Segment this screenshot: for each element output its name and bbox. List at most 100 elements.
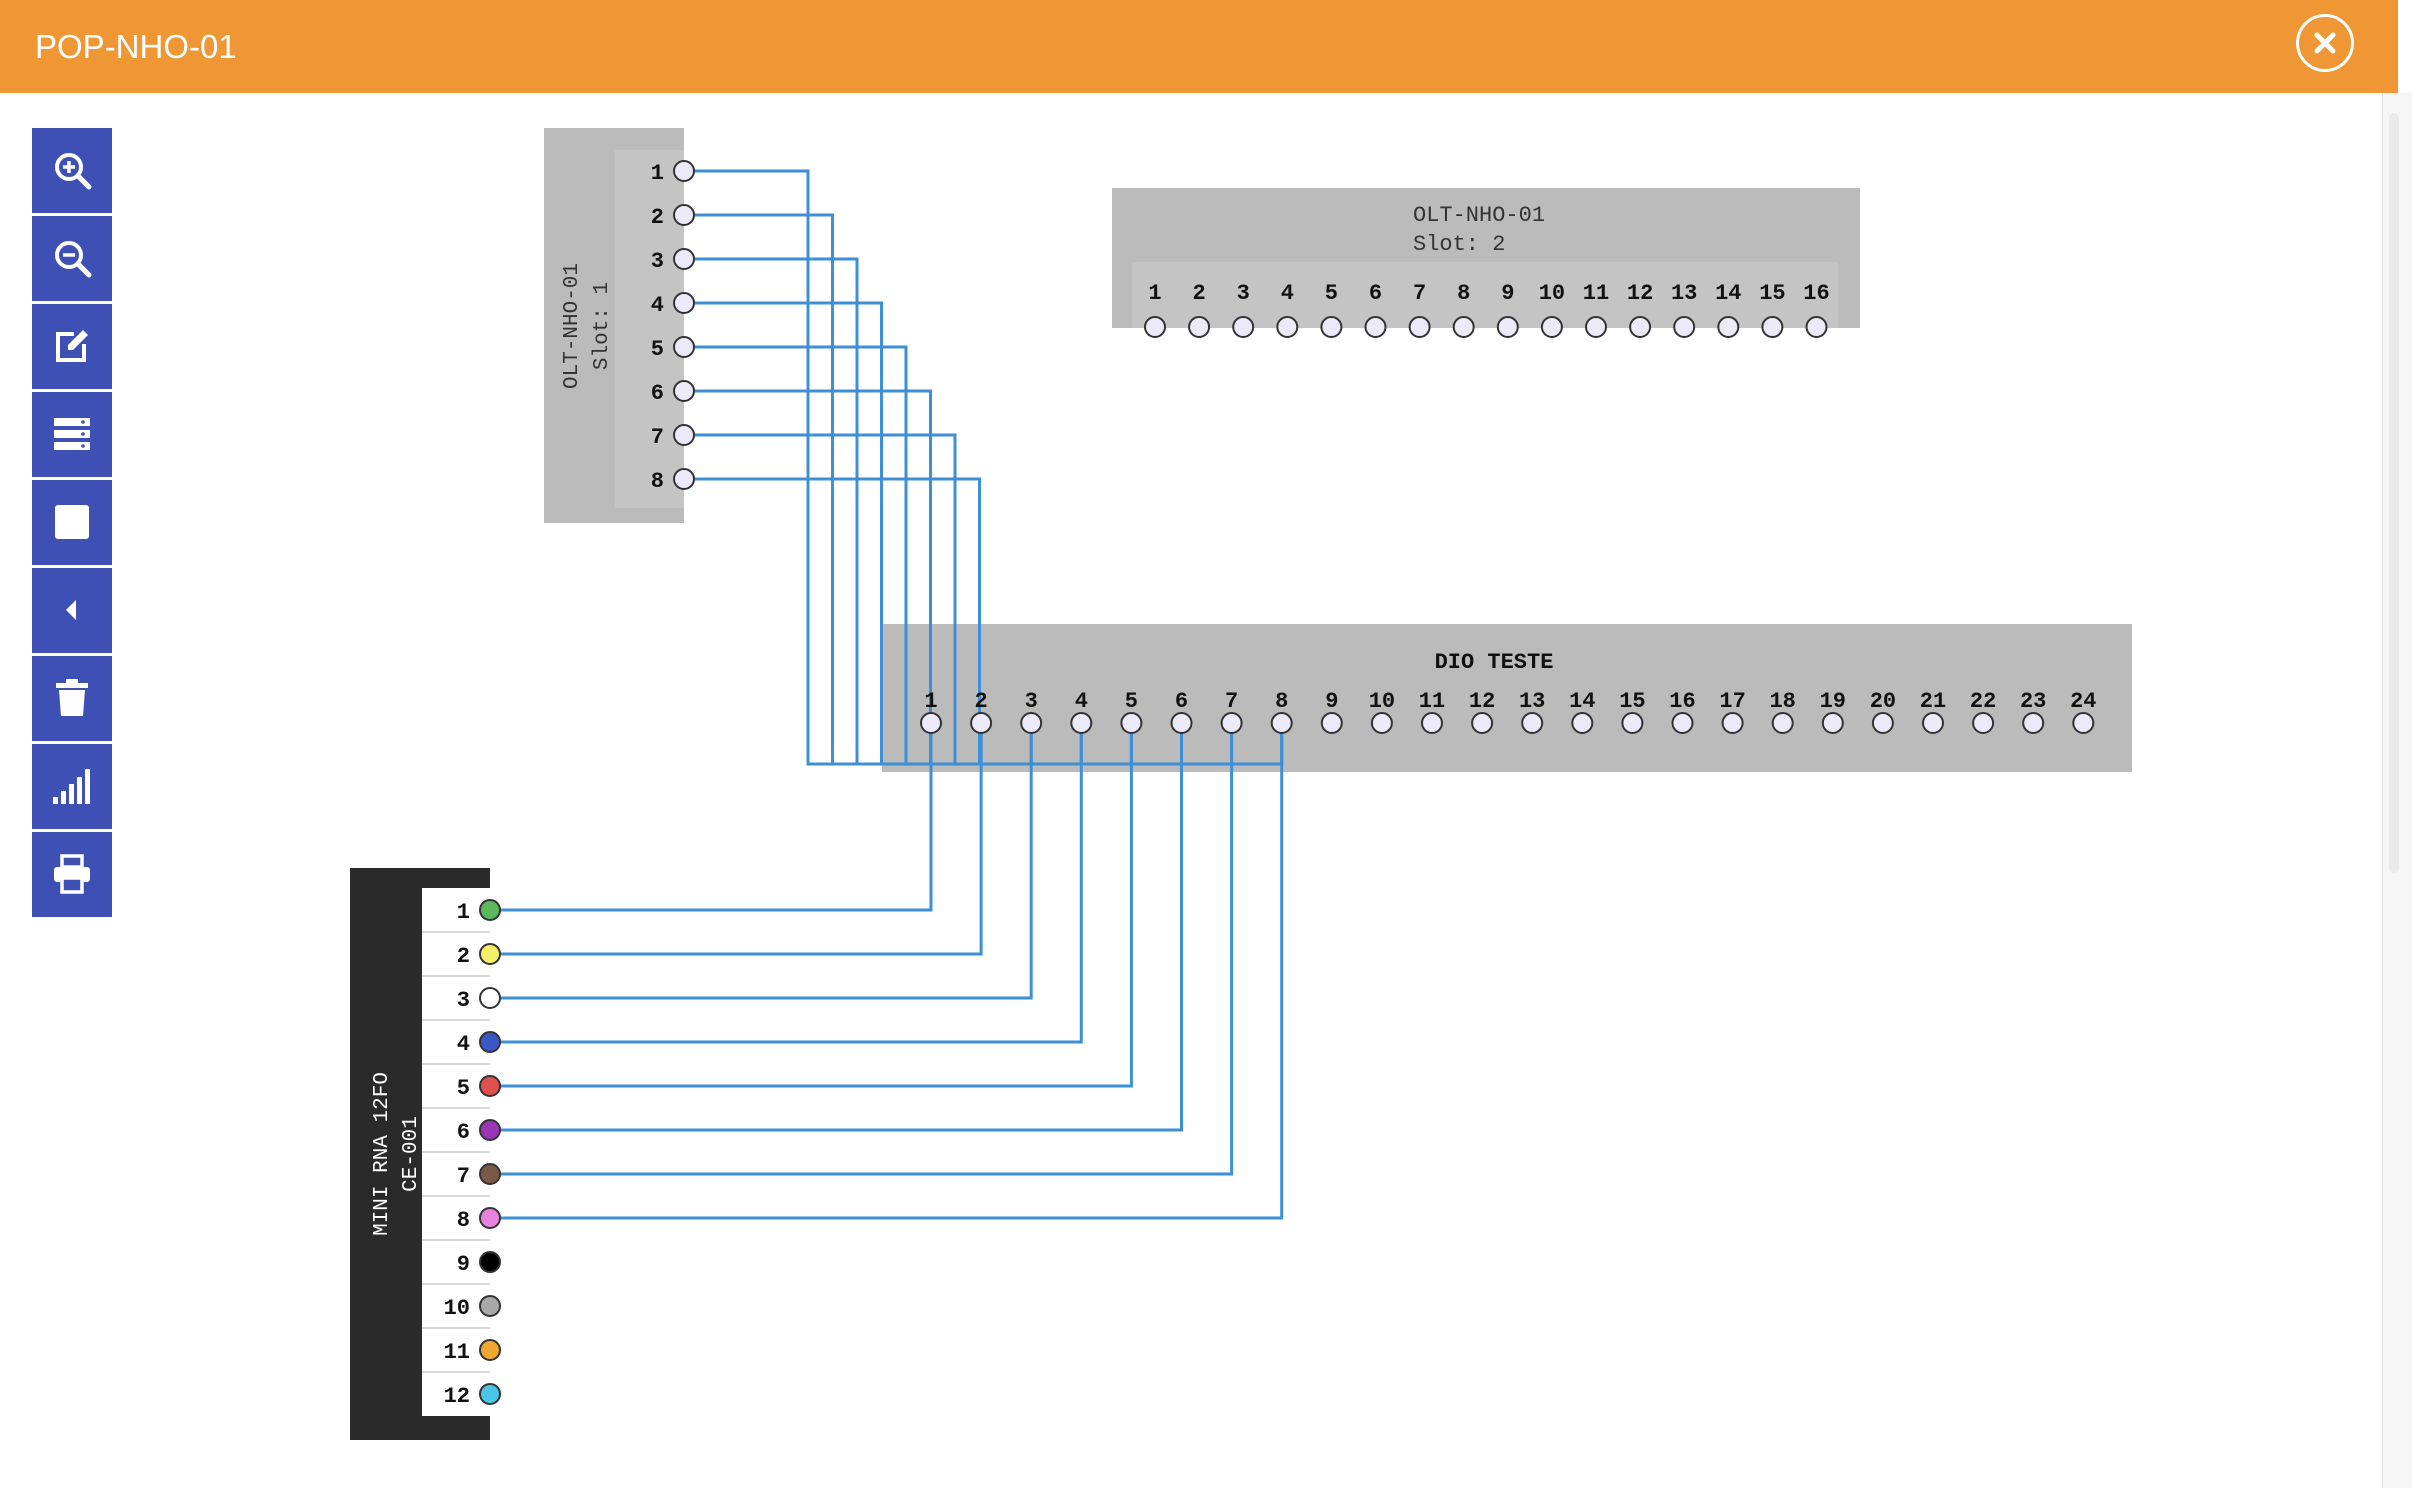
fiber-port [479, 943, 501, 965]
print-button[interactable] [32, 832, 112, 917]
dio-port [1922, 712, 1944, 734]
fiber-label: 6 [457, 1120, 470, 1145]
delete-button[interactable] [32, 656, 112, 741]
dio-port-label: 15 [1619, 689, 1645, 714]
dio-port [2072, 712, 2095, 734]
zoom-out-button[interactable] [32, 216, 112, 301]
dio-port-label: 19 [1820, 689, 1846, 714]
dio-port [1871, 712, 1894, 734]
dio-port [1220, 712, 1243, 734]
dio-port-label: 6 [1175, 689, 1188, 714]
olt-slot2-port [1585, 316, 1607, 338]
dio-port [970, 712, 993, 734]
wire-dio-to-cable [500, 733, 933, 912]
olt-slot1-port [673, 424, 695, 446]
dio-port-label: 8 [1275, 689, 1288, 714]
fiber-port [479, 1339, 501, 1361]
olt-slot2-port-label: 15 [1759, 281, 1785, 306]
wire-dio-to-cable [500, 733, 1083, 1044]
olt-slot2-slot-label: Slot: 2 [1413, 232, 1505, 257]
olt-slot2-port [1408, 316, 1431, 338]
olt-slot2-port-label: 10 [1539, 281, 1565, 306]
fiber-port [479, 1251, 501, 1273]
dio-port-label: 1 [924, 689, 937, 714]
olt-slot2-port-row [1132, 262, 1838, 328]
wire-dio-to-cable [500, 733, 1284, 1220]
dio-box [882, 624, 2132, 772]
dio-port [1170, 712, 1193, 734]
dio-port [1621, 712, 1644, 734]
dio-port [1320, 712, 1343, 734]
olt-slot2-port-label: 13 [1671, 281, 1697, 306]
olt-slot1-port-label: 6 [651, 381, 664, 406]
wire-dio-to-cable [500, 733, 1183, 1132]
olt-slot1-slot-label: Slot: 1 [591, 282, 614, 370]
fiber-label: 11 [444, 1340, 470, 1365]
window-header: POP-NHO-01 [0, 0, 2398, 93]
olt-slot1-name: OLT-NHO-01 [561, 263, 584, 389]
edit-button[interactable] [32, 304, 112, 389]
dio-port-label: 16 [1669, 689, 1695, 714]
fiber-port [479, 987, 501, 1009]
close-circle-icon [2314, 32, 2336, 54]
olt-slot2-port [1320, 316, 1343, 338]
dio-port-label: 11 [1419, 689, 1445, 714]
olt-slot1-port-label: 2 [651, 205, 664, 230]
zoom-in-button[interactable] [32, 128, 112, 213]
fiber-port [479, 1163, 501, 1185]
olt-slot1-port [673, 336, 695, 358]
back-button[interactable] [32, 568, 112, 653]
fiber-port [479, 899, 501, 921]
fiber-label: 8 [457, 1208, 470, 1233]
dio-port-label: 23 [2020, 689, 2046, 714]
olt-slot1-port [673, 160, 695, 182]
server-icon [54, 418, 90, 450]
olt-slot2-port-label: 3 [1237, 281, 1250, 306]
dio-port [1821, 712, 1844, 734]
dio-port [2022, 712, 2045, 734]
olt-slot2-port [1276, 316, 1299, 338]
fiber-label: 12 [444, 1384, 470, 1409]
olt-slot1-port [673, 204, 695, 226]
dio-port [1020, 712, 1043, 734]
fiber-label: 7 [457, 1164, 470, 1189]
signal-button[interactable] [32, 744, 112, 829]
olt-slot2-port [1452, 316, 1475, 338]
olt-slot2-port-label: 2 [1192, 281, 1205, 306]
olt-slot1-port-column [615, 150, 684, 508]
olt-slot2-name: OLT-NHO-01 [1413, 203, 1545, 228]
dio-port [1120, 712, 1143, 734]
dio-port-label: 20 [1870, 689, 1896, 714]
toolbar [32, 128, 112, 920]
dio-port-label: 24 [2070, 689, 2096, 714]
edit-icon [56, 330, 88, 362]
dio-name: DIO TESTE [1435, 650, 1554, 675]
olt-slot2-port [1188, 316, 1211, 338]
olt-slot2-port [1805, 316, 1828, 338]
dio-port [1771, 712, 1794, 734]
close-button[interactable] [2296, 14, 2354, 72]
scrollbar[interactable] [2382, 93, 2412, 1488]
olt-slot2-port-label: 7 [1413, 281, 1426, 306]
cable-id: CE-001 [400, 1116, 423, 1192]
olt-slot2-port-label: 4 [1281, 281, 1294, 306]
fiber-label: 10 [444, 1296, 470, 1321]
dio-port-label: 13 [1519, 689, 1545, 714]
scrollbar-thumb[interactable] [2389, 113, 2399, 873]
fiber-port [479, 1119, 501, 1141]
fiber-port [479, 1031, 501, 1053]
caret-left-icon [66, 600, 76, 620]
olt-slot2-port [1761, 316, 1784, 338]
fiber-port [479, 1207, 501, 1229]
signal-bars-icon [53, 769, 90, 804]
olt-slot2-port [1496, 316, 1519, 338]
fiber-port [479, 1075, 501, 1097]
dio-port-label: 9 [1325, 689, 1338, 714]
fiber-label: 1 [457, 900, 470, 925]
dio-port-label: 2 [974, 689, 987, 714]
fiber-label: 5 [457, 1076, 470, 1101]
equipment-list-button[interactable] [32, 392, 112, 477]
square-button[interactable] [32, 480, 112, 565]
dio-port-label: 3 [1025, 689, 1038, 714]
